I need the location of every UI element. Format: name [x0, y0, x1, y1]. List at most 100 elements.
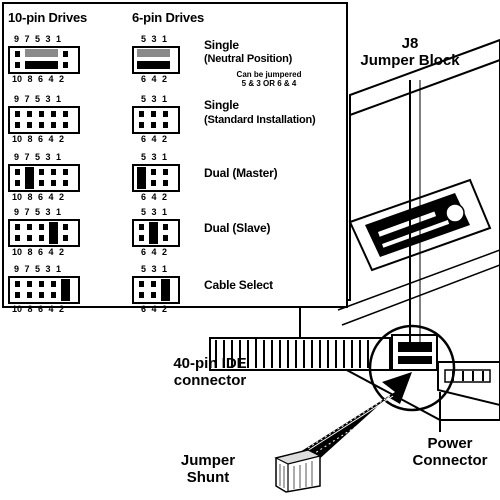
ten-pin-jumper-block: [8, 276, 80, 304]
six-pin-jumper-block: [132, 276, 180, 304]
ten-pin-pin: [51, 292, 56, 298]
ten-pin-pin: [27, 235, 32, 241]
ten-pin-pin: [63, 62, 68, 68]
ten-pin-jumper-block: [8, 164, 80, 192]
ten-pin-pin: [15, 169, 20, 175]
ten-pin-pin: [51, 111, 56, 117]
six-pin-pin: [139, 292, 144, 298]
six-pin-pin: [139, 281, 144, 287]
j8-label-line2: Jumper Block: [360, 52, 460, 69]
drive-mode-label: Single: [204, 38, 239, 52]
jumper-shunt-label: Jumper Shunt: [168, 452, 248, 486]
ten-pin-shunt: [61, 279, 70, 301]
six-pin-pin: [163, 224, 168, 230]
ten-pin-pin: [39, 180, 44, 186]
ten-pin-pin: [15, 51, 20, 57]
six-pin-pin: [163, 122, 168, 128]
j8-jumper-block: [391, 334, 438, 371]
drive-mode-label: Dual (Master): [204, 166, 278, 180]
six-pin-jumper-block: [132, 219, 180, 247]
drive-mode-label: Cable Select: [204, 278, 273, 292]
j8-label: J8 Jumper Block: [355, 35, 465, 69]
six-pin-shunt: [137, 49, 170, 57]
power-label-line2: Connector: [412, 452, 488, 469]
drive-mode-label: Dual (Slave): [204, 221, 271, 235]
six-pin-pin: [151, 180, 156, 186]
shunt-label-line1: Jumper: [180, 452, 236, 469]
six-pin-top-numbers: 5 3 1: [141, 207, 168, 217]
six-pin-pin: [163, 180, 168, 186]
ten-pin-jumper-block: [8, 219, 80, 247]
ten-pin-pin: [39, 122, 44, 128]
ten-pin-pin: [51, 180, 56, 186]
six-pin-jumper-block: [132, 164, 180, 192]
six-pin-shunt: [149, 222, 158, 244]
six-pin-pin: [139, 224, 144, 230]
six-pin-pin: [151, 122, 156, 128]
six-pin-top-numbers: 5 3 1: [141, 94, 168, 104]
six-pin-top-numbers: 5 3 1: [141, 152, 168, 162]
ten-pin-pin: [27, 281, 32, 287]
ten-pin-pin: [63, 122, 68, 128]
ide-connector-label: 40-pin IDE connector: [160, 355, 260, 389]
ten-pin-pin: [63, 51, 68, 57]
ten-pin-shunt: [25, 61, 58, 69]
power-label-line1: Power: [427, 435, 473, 452]
six-pin-pin: [163, 235, 168, 241]
ten-pin-pin: [15, 111, 20, 117]
six-pin-shunt: [137, 167, 146, 189]
ten-pin-top-numbers: 9 7 5 3 1: [14, 207, 62, 217]
ten-pin-bottom-numbers: 10 8 6 4 2: [12, 74, 65, 84]
ten-pin-pin: [63, 111, 68, 117]
ten-pin-top-numbers: 9 7 5 3 1: [14, 264, 62, 274]
six-pin-shunt: [137, 61, 170, 69]
six-pin-top-numbers: 5 3 1: [141, 34, 168, 44]
ten-pin-pin: [15, 62, 20, 68]
drive-mode-sublabel: (Standard Installation): [204, 114, 316, 126]
ten-pin-jumper-block: [8, 46, 80, 74]
ten-pin-bottom-numbers: 10 8 6 4 2: [12, 134, 65, 144]
ten-pin-top-numbers: 9 7 5 3 1: [14, 152, 62, 162]
ide-label-line1: 40-pin IDE: [173, 355, 247, 372]
six-pin-bottom-numbers: 6 4 2: [141, 134, 168, 144]
ten-pin-pin: [27, 111, 32, 117]
ten-pin-pin: [63, 180, 68, 186]
ten-pin-pin: [39, 169, 44, 175]
six-pin-pin: [151, 111, 156, 117]
six-pin-jumper-block: [132, 106, 180, 134]
ten-pin-pin: [51, 281, 56, 287]
ten-pin-bottom-numbers: 10 8 6 4 2: [12, 247, 65, 257]
six-pin-jumper-block: [132, 46, 180, 74]
ten-pin-pin: [51, 169, 56, 175]
ten-pin-pin: [27, 122, 32, 128]
six-pin-pin: [151, 281, 156, 287]
ten-pin-pin: [63, 169, 68, 175]
jumper-note: Can be jumpered 5 & 3 OR 6 & 4: [236, 70, 302, 88]
highlight-circle: [368, 324, 456, 412]
six-pin-pin: [151, 292, 156, 298]
drive-mode-sublabel: (Neutral Position): [204, 53, 293, 65]
ten-pin-pin: [15, 180, 20, 186]
ten-pin-pin: [51, 122, 56, 128]
ten-pin-pin: [27, 292, 32, 298]
jumper-row: 9 7 5 3 1 10 8 6 4 2 5 3 1 6 4 2 Single(Neut…: [4, 34, 344, 90]
j8-label-line1: J8: [401, 35, 419, 52]
six-pin-bottom-numbers: 6 4 2: [141, 74, 168, 84]
six-pin-pin: [139, 122, 144, 128]
six-pin-bottom-numbers: 6 4 2: [141, 304, 168, 314]
ten-pin-shunt: [25, 49, 58, 57]
ten-pin-top-numbers: 9 7 5 3 1: [14, 34, 62, 44]
six-pin-bottom-numbers: 6 4 2: [141, 192, 168, 202]
six-pin-top-numbers: 5 3 1: [141, 264, 168, 274]
ten-pin-pin: [39, 292, 44, 298]
ten-pin-shunt: [49, 222, 58, 244]
six-pin-pin: [139, 111, 144, 117]
ten-pin-jumper-block: [8, 106, 80, 134]
drive-mode-label: Single: [204, 98, 239, 112]
shunt-label-line2: Shunt: [186, 469, 230, 486]
ten-pin-pin: [63, 235, 68, 241]
